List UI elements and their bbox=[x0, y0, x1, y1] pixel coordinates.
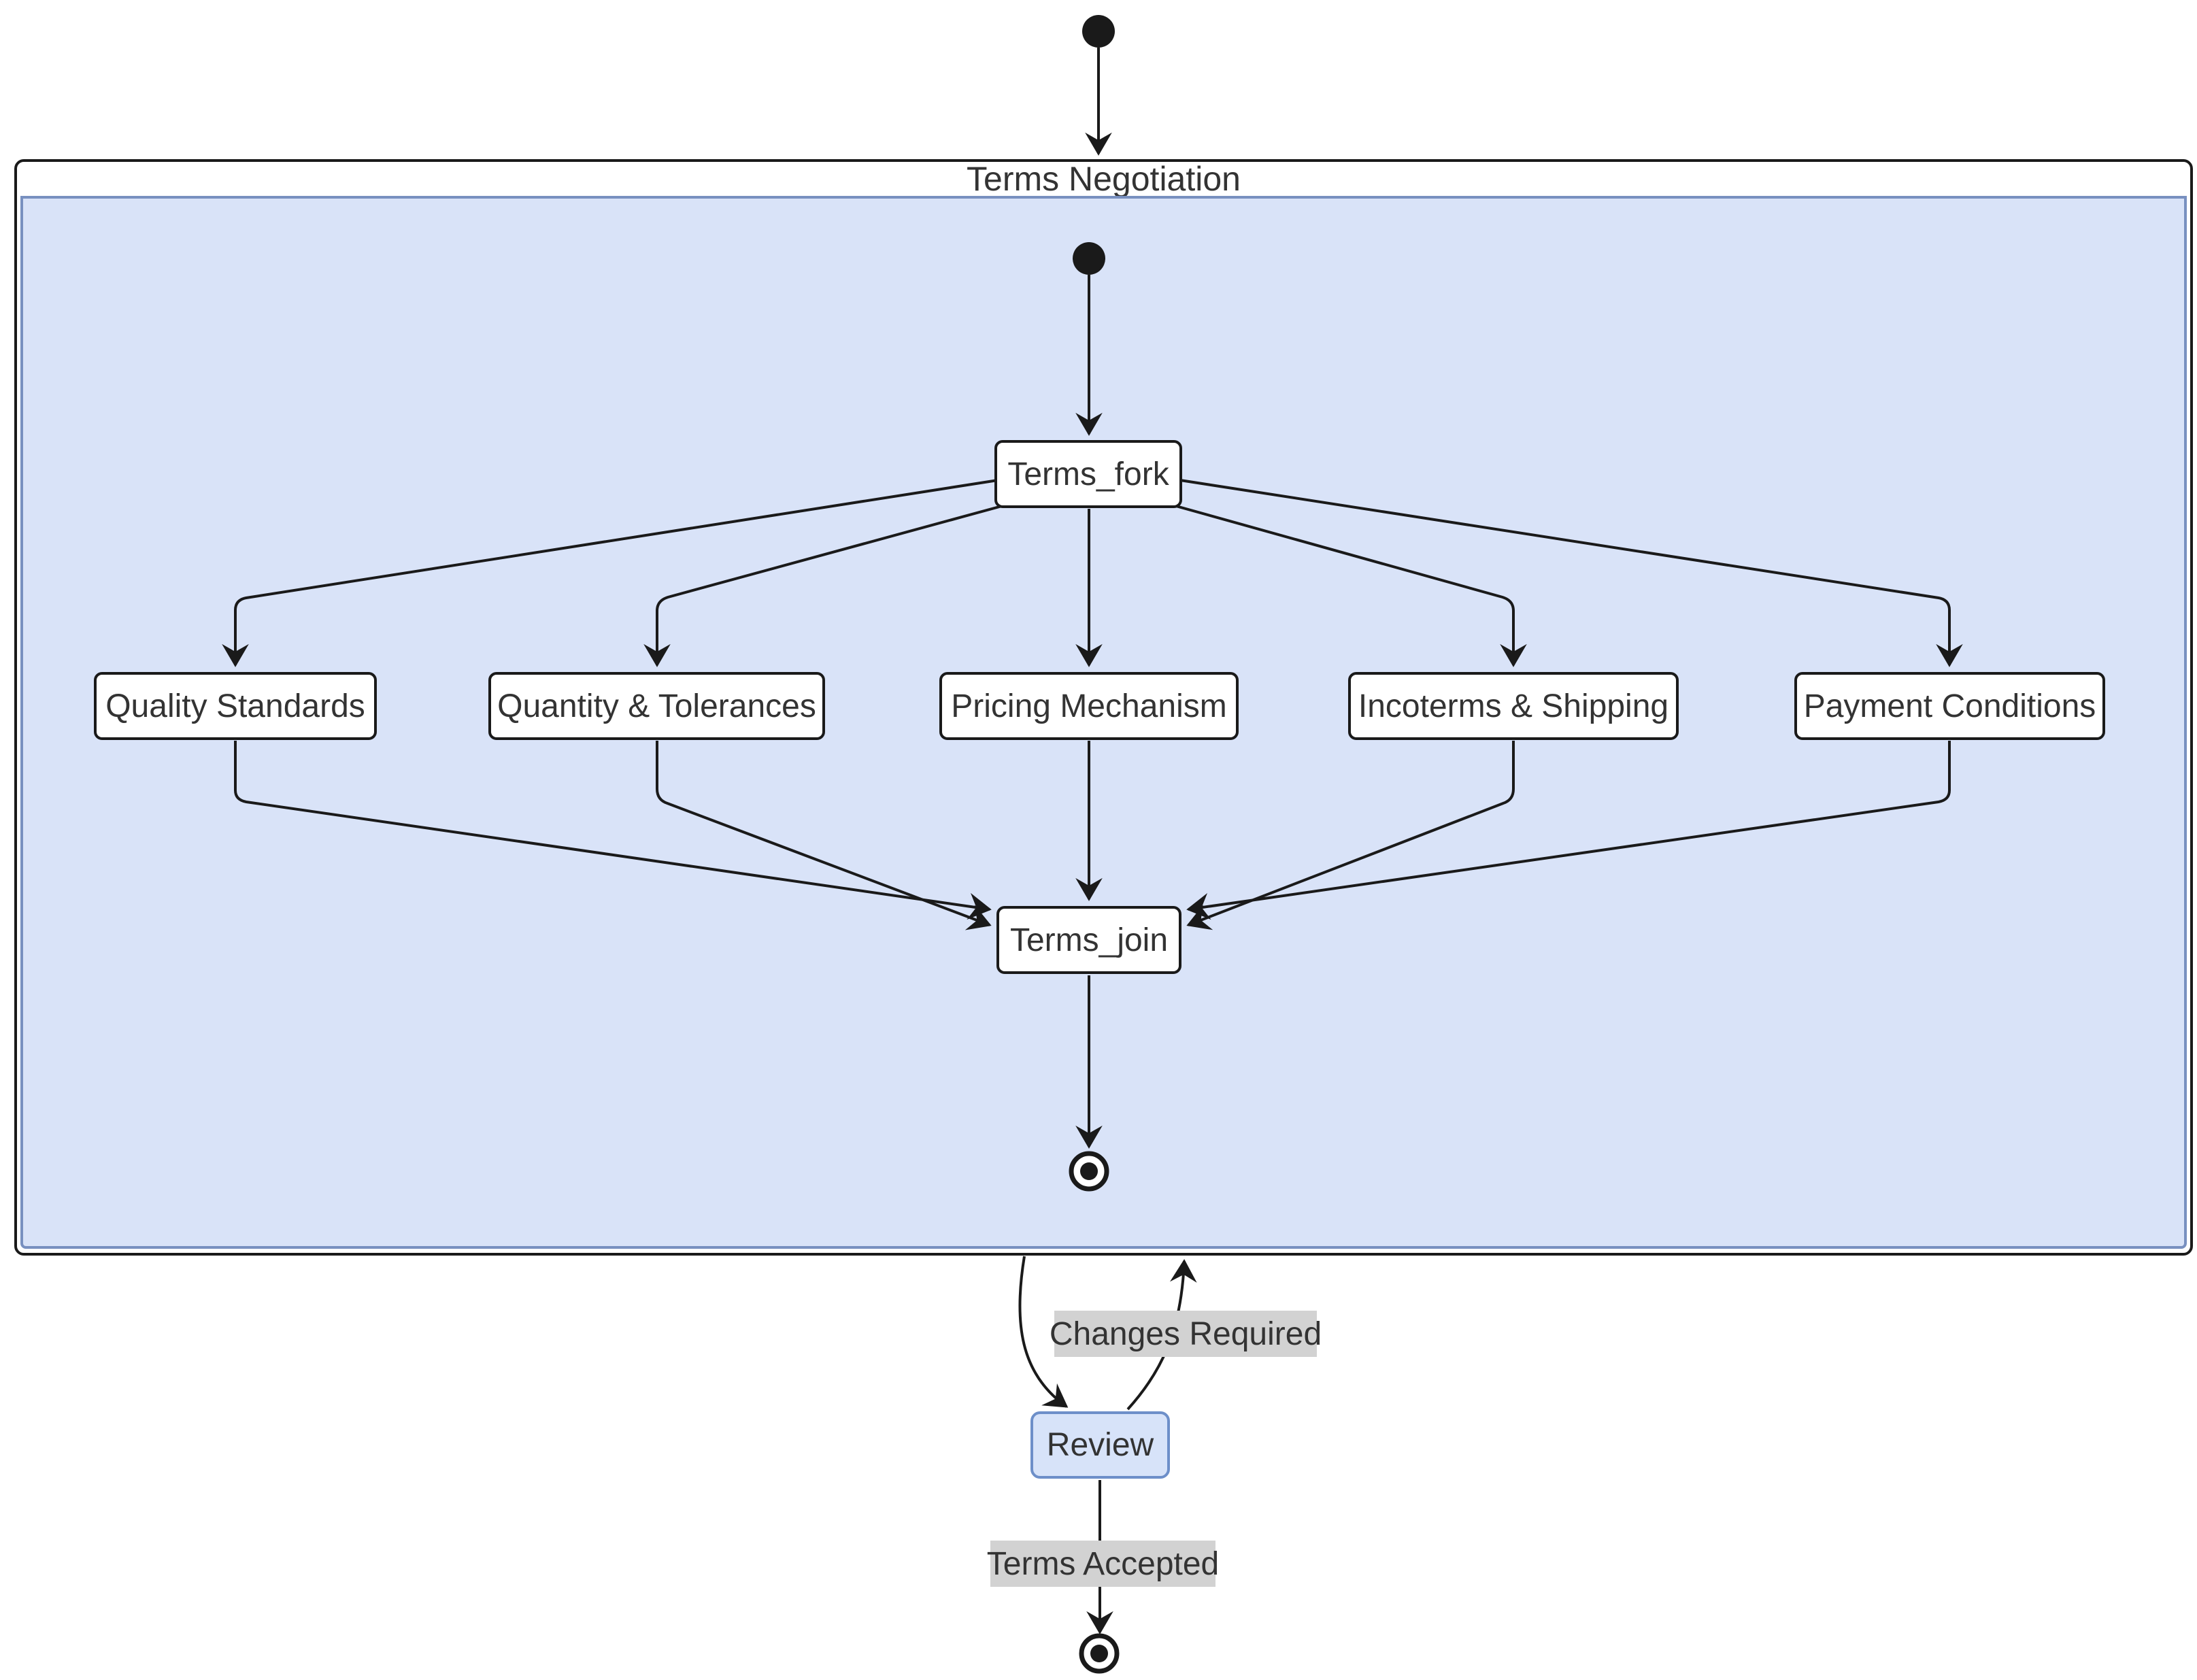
final-state bbox=[1079, 1633, 1120, 1674]
state-terms-fork: Terms_fork bbox=[994, 440, 1182, 508]
state-incoterms-shipping: Incoterms & Shipping bbox=[1348, 672, 1679, 740]
state-pricing-mechanism: Pricing Mechanism bbox=[939, 672, 1239, 740]
edge-label-terms-accepted: Terms Accepted bbox=[987, 1541, 1219, 1587]
state-payment-conditions: Payment Conditions bbox=[1794, 672, 2105, 740]
start-state-dot bbox=[1082, 15, 1115, 48]
state-quality-standards: Quality Standards bbox=[94, 672, 377, 740]
state-quantity-tolerances: Quantity & Tolerances bbox=[488, 672, 825, 740]
state-review: Review bbox=[1030, 1411, 1170, 1479]
edge-label-changes-required: Changes Required bbox=[1050, 1311, 1322, 1357]
composite-state-title: Terms Negotiation bbox=[967, 160, 1241, 198]
state-terms-join: Terms_join bbox=[996, 906, 1181, 974]
